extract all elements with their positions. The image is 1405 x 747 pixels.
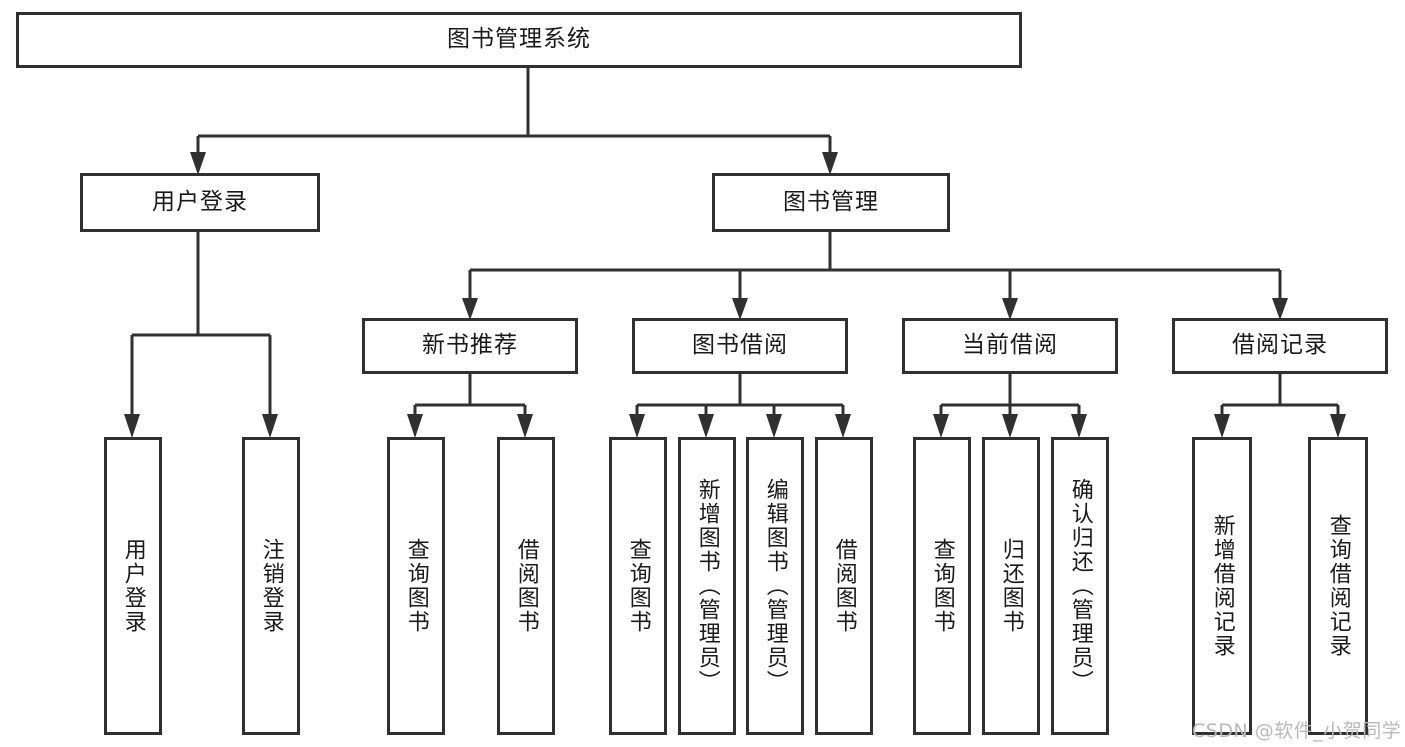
leaf-label: 确认归还（管理员） — [1067, 478, 1093, 694]
leaf-book-borrow-add[interactable]: 新增图书（管理员） — [678, 437, 736, 735]
leaf-new-book-borrow[interactable]: 借阅图书 — [497, 437, 555, 735]
leaf-user-login-signout[interactable]: 注销登录 — [242, 437, 300, 735]
leaf-user-login-signin[interactable]: 用户登录 — [104, 437, 162, 735]
leaf-label: 用户登录 — [120, 538, 146, 634]
node-user-login[interactable]: 用户登录 — [80, 173, 320, 232]
csdn-watermark: CSDN @软件_小贺同学 — [1192, 720, 1402, 742]
leaf-label: 查询图书 — [625, 538, 651, 634]
leaf-borrow-record-query[interactable]: 查询借阅记录 — [1308, 437, 1368, 735]
leaf-current-borrow-confirm-return[interactable]: 确认归还（管理员） — [1051, 437, 1109, 735]
leaf-label: 归还图书 — [998, 538, 1024, 634]
leaf-book-borrow-edit[interactable]: 编辑图书（管理员） — [746, 437, 804, 735]
node-new-book-recommend[interactable]: 新书推荐 — [362, 318, 578, 374]
leaf-current-borrow-return[interactable]: 归还图书 — [982, 437, 1040, 735]
node-book-manage[interactable]: 图书管理 — [712, 173, 950, 232]
leaf-label: 查询图书 — [403, 538, 429, 634]
node-root[interactable]: 图书管理系统 — [16, 12, 1022, 68]
leaf-label: 查询借阅记录 — [1325, 514, 1351, 658]
leaf-book-borrow-query[interactable]: 查询图书 — [609, 437, 667, 735]
leaf-label: 新增图书（管理员） — [694, 478, 720, 694]
leaf-new-book-query[interactable]: 查询图书 — [387, 437, 445, 735]
node-book-borrow[interactable]: 图书借阅 — [632, 318, 848, 374]
leaf-borrow-record-add[interactable]: 新增借阅记录 — [1192, 437, 1252, 735]
leaf-book-borrow-borrow[interactable]: 借阅图书 — [815, 437, 873, 735]
node-current-borrow[interactable]: 当前借阅 — [902, 318, 1118, 374]
leaf-label: 新增借阅记录 — [1209, 514, 1235, 658]
leaf-current-borrow-query[interactable]: 查询图书 — [913, 437, 971, 735]
leaf-label: 借阅图书 — [831, 538, 857, 634]
leaf-label: 编辑图书（管理员） — [762, 478, 788, 694]
leaf-label: 借阅图书 — [513, 538, 539, 634]
leaf-label: 注销登录 — [258, 538, 284, 634]
leaf-label: 查询图书 — [929, 538, 955, 634]
node-borrow-record[interactable]: 借阅记录 — [1172, 318, 1388, 374]
